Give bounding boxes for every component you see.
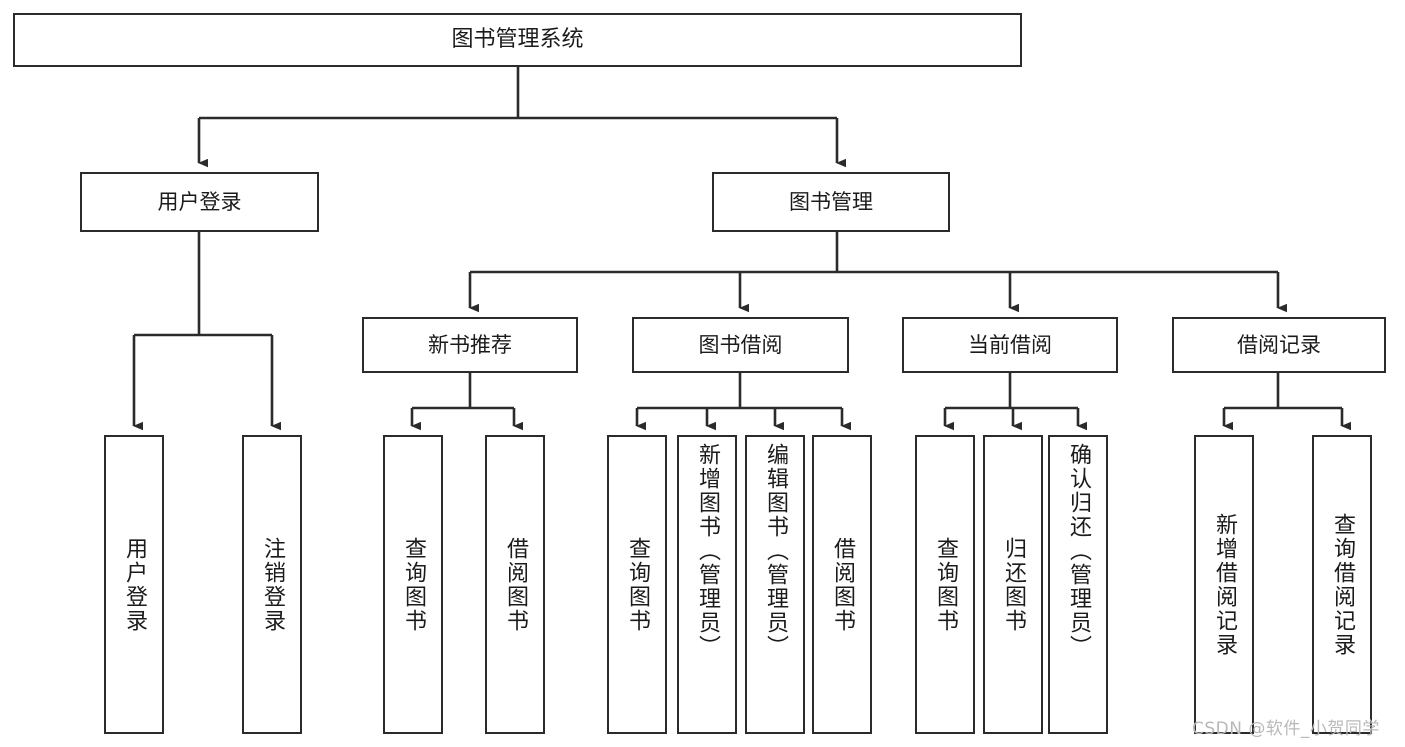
- leaf-query-book-3[interactable]: 查询图书: [915, 435, 975, 734]
- leaf-add-book-label: 新增图书（管理员）: [695, 443, 720, 659]
- node-borrow-record-label: 借阅记录: [1237, 332, 1321, 357]
- leaf-edit-book[interactable]: 编辑图书（管理员）: [745, 435, 805, 734]
- leaf-query-book-1-label: 查询图书: [401, 536, 426, 633]
- node-user-login-label: 用户登录: [157, 189, 242, 214]
- leaf-query-record-label: 查询借阅记录: [1330, 512, 1355, 657]
- watermark: CSDN @软件_小贺同学: [1192, 719, 1380, 739]
- leaf-borrow-book-2[interactable]: 借阅图书: [812, 435, 872, 734]
- node-book-borrow[interactable]: 图书借阅: [632, 317, 849, 373]
- leaf-user-login-label: 用户登录: [122, 536, 147, 633]
- leaf-edit-book-label: 编辑图书（管理员）: [763, 443, 788, 659]
- node-new-book-recommend-label: 新书推荐: [428, 332, 512, 357]
- node-book-borrow-label: 图书借阅: [698, 332, 783, 357]
- node-book-manage[interactable]: 图书管理: [712, 172, 950, 232]
- node-user-login[interactable]: 用户登录: [80, 172, 319, 232]
- leaf-borrow-book-1[interactable]: 借阅图书: [485, 435, 545, 734]
- leaf-query-book-1[interactable]: 查询图书: [383, 435, 443, 734]
- node-book-manage-label: 图书管理: [789, 189, 873, 214]
- leaf-user-login[interactable]: 用户登录: [104, 435, 164, 734]
- leaf-add-record[interactable]: 新增借阅记录: [1194, 435, 1254, 734]
- leaf-user-logout-label: 注销登录: [260, 536, 285, 633]
- node-borrow-record[interactable]: 借阅记录: [1172, 317, 1386, 373]
- leaf-return-book[interactable]: 归还图书: [983, 435, 1043, 734]
- leaf-add-book[interactable]: 新增图书（管理员）: [677, 435, 737, 734]
- leaf-return-book-label: 归还图书: [1001, 536, 1026, 633]
- node-root[interactable]: 图书管理系统: [13, 13, 1022, 67]
- leaf-query-book-2-label: 查询图书: [625, 536, 650, 633]
- node-current-borrow-label: 当前借阅: [968, 332, 1052, 357]
- leaf-query-book-3-label: 查询图书: [933, 536, 958, 633]
- leaf-add-record-label: 新增借阅记录: [1212, 512, 1237, 657]
- leaf-confirm-return-label: 确认归还（管理员）: [1066, 443, 1091, 659]
- node-root-label: 图书管理系统: [451, 27, 584, 53]
- leaf-confirm-return[interactable]: 确认归还（管理员）: [1048, 435, 1108, 734]
- node-new-book-recommend[interactable]: 新书推荐: [362, 317, 578, 373]
- leaf-borrow-book-2-label: 借阅图书: [830, 536, 855, 633]
- leaf-query-record[interactable]: 查询借阅记录: [1312, 435, 1372, 734]
- leaf-user-logout[interactable]: 注销登录: [242, 435, 302, 734]
- node-current-borrow[interactable]: 当前借阅: [902, 317, 1118, 373]
- leaf-query-book-2[interactable]: 查询图书: [607, 435, 667, 734]
- leaf-borrow-book-1-label: 借阅图书: [503, 536, 528, 633]
